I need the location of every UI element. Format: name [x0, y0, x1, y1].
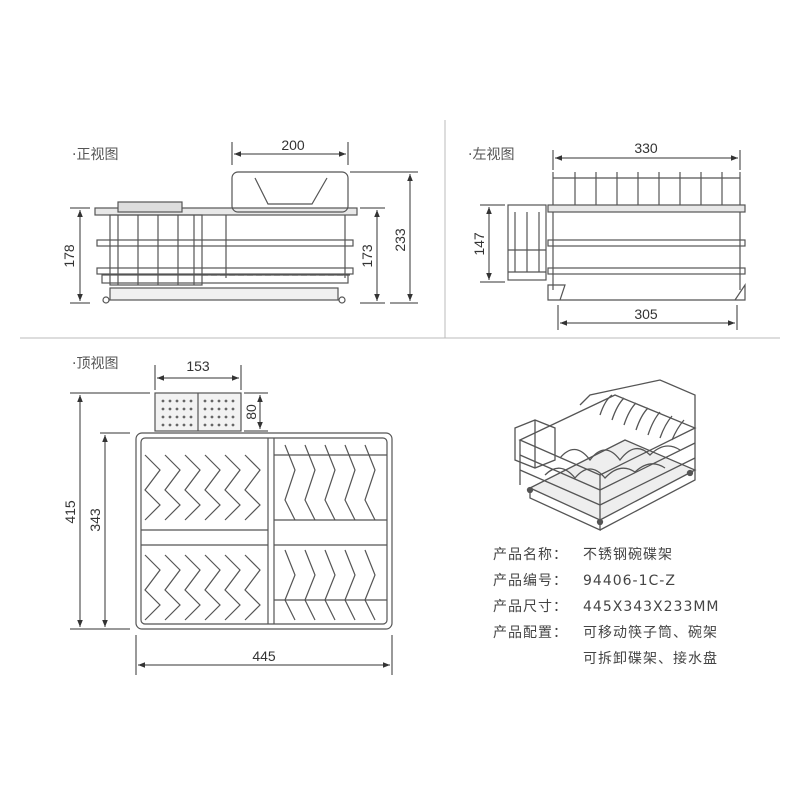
spec-config-row-2: 可拆卸碟架、接水盘: [583, 648, 718, 668]
front-h2-label: 173: [359, 244, 375, 268]
spec-name-label: 产品名称：: [493, 547, 568, 563]
top-depth-outer-label: 415: [62, 500, 78, 524]
spec-size-value: 445X343X233MM: [583, 599, 720, 615]
spec-size-row: 产品尺寸： 445X343X233MM: [493, 596, 720, 616]
top-cup-d-label: 80: [243, 404, 259, 420]
top-cup-w-label: 153: [186, 358, 210, 374]
left-dimensions: [480, 150, 741, 330]
top-view-drawing: [135, 392, 393, 630]
front-dimensions: [70, 142, 418, 304]
top-width-label: 445: [252, 648, 276, 664]
front-view-title: ·正视图: [72, 147, 119, 163]
left-top-label: 330: [634, 140, 658, 156]
spec-config-value-2: 可拆卸碟架、接水盘: [583, 651, 718, 667]
spec-config-row: 产品配置： 可移动筷子筒、碗架: [493, 622, 718, 642]
spec-config-label: 产品配置：: [493, 625, 568, 641]
left-view-title: ·左视图: [468, 147, 515, 163]
spec-name-value: 不锈钢碗碟架: [583, 547, 673, 563]
spec-code-value: 94406-1C-Z: [583, 573, 676, 589]
top-dimensions: [70, 365, 393, 675]
front-width-label: 200: [281, 137, 305, 153]
front-view-drawing: [94, 171, 358, 304]
spec-name-row: 产品名称： 不锈钢碗碟架: [493, 544, 673, 564]
top-depth-inner-label: 343: [87, 508, 103, 532]
spec-config-value: 可移动筷子筒、碗架: [583, 625, 718, 641]
front-h1-label: 178: [61, 244, 77, 268]
product-3d-illustration: [514, 379, 697, 532]
front-h3-label: 233: [392, 228, 408, 252]
spec-code-label: 产品编号：: [493, 573, 568, 589]
spec-code-row: 产品编号： 94406-1C-Z: [493, 570, 676, 590]
spec-size-label: 产品尺寸：: [493, 599, 568, 615]
left-bottom-label: 305: [634, 306, 658, 322]
left-view-drawing: [507, 172, 746, 301]
top-view-title: ·顶视图: [72, 356, 119, 372]
left-h-label: 147: [471, 232, 487, 256]
